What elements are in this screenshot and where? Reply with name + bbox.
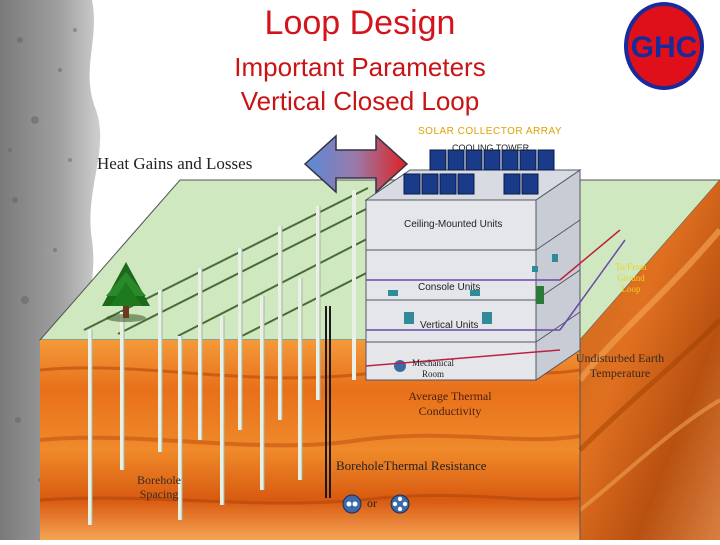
building xyxy=(364,169,582,381)
avg-conductivity-label: Average Thermal Conductivity xyxy=(408,389,492,418)
subtitle-line2: Vertical Closed Loop xyxy=(240,86,480,116)
undisturbed-temp-label: Undisturbed Earth Temperature xyxy=(575,351,665,380)
mechanical-room-label: Mechanical Room xyxy=(412,358,454,379)
pine-tree-icon xyxy=(102,262,150,322)
borehole-spacing-label: Borehole Spacing xyxy=(137,473,181,501)
to-from-loop-label: To/From Ground Loop xyxy=(615,262,647,294)
vertical-units-label: Vertical Units xyxy=(420,320,479,331)
solar-panels xyxy=(403,149,555,195)
logo-text: GHC xyxy=(631,31,698,64)
console-units-label: Console Units xyxy=(418,282,481,293)
heat-gains-label: Heat Gains and Losses xyxy=(97,154,253,173)
solar-collector-label: SOLAR COLLECTOR ARRAY xyxy=(418,126,563,137)
pump-icon xyxy=(394,360,406,372)
borehole-outlines xyxy=(91,206,321,525)
cooling-tower-label: COOLING TOWER xyxy=(452,143,530,153)
single-u-bend-icon xyxy=(342,494,362,514)
boreholes xyxy=(88,190,356,525)
hvac-units xyxy=(388,254,558,324)
or-label: or xyxy=(367,496,377,510)
ghc-logo: GHC xyxy=(624,2,704,90)
double-arrow-icon xyxy=(303,134,409,194)
page-title: Loop Design xyxy=(264,4,456,42)
rock-texture-left xyxy=(0,0,101,540)
double-u-bend-icon xyxy=(390,494,410,514)
subtitle-line1: Important Parameters xyxy=(234,52,486,82)
ceiling-units-label: Ceiling-Mounted Units xyxy=(404,219,503,230)
borehole-resistance-label: BoreholeThermal Resistance xyxy=(336,458,487,473)
